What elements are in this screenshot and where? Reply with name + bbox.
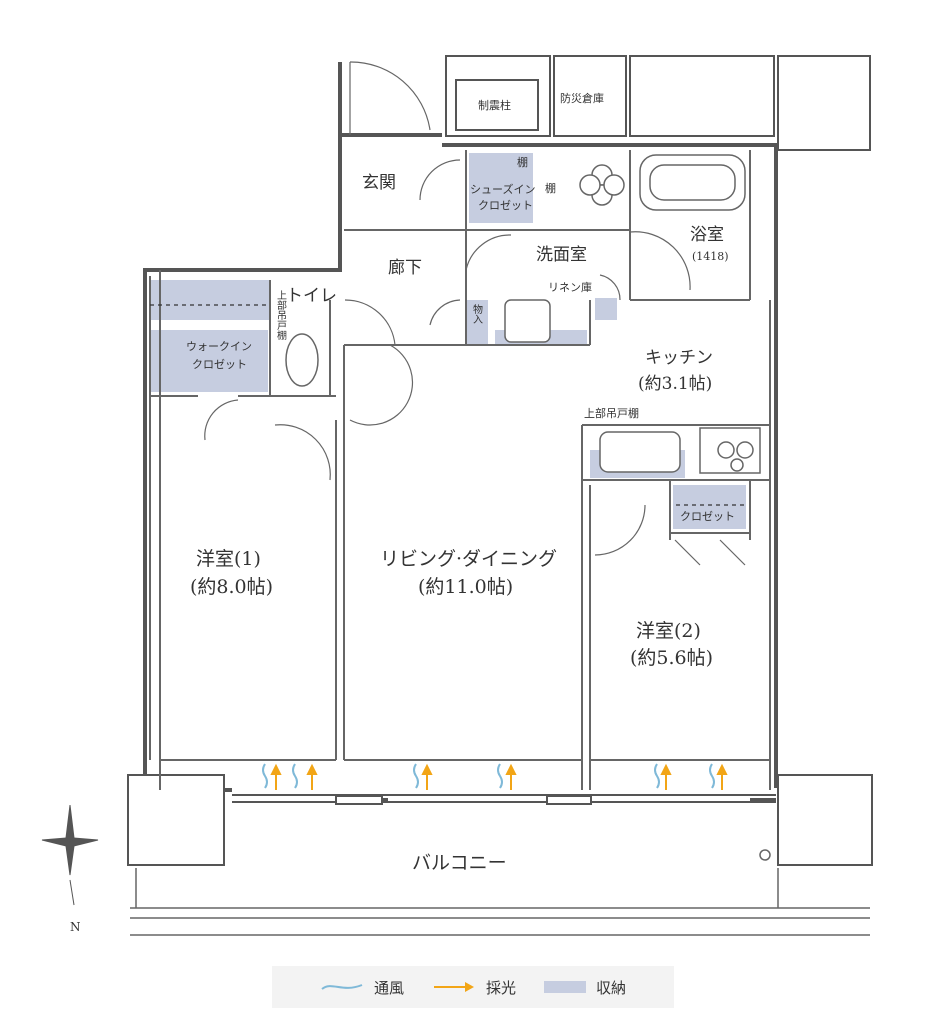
exterior-blocks — [127, 55, 873, 866]
legend-ventilation: 通風 — [320, 977, 404, 998]
washroom-label: 洗面室 — [536, 245, 587, 265]
monoire-label: 物入 — [470, 304, 482, 324]
kitchen-size-label: (約3.1帖) — [638, 374, 713, 394]
wave-icon — [321, 984, 363, 990]
walkin-closet-label-2: クロゼット — [192, 358, 247, 371]
tana-label-a: 棚 — [517, 156, 528, 169]
inner-walls — [149, 150, 771, 790]
toilet-label: トイレ — [286, 286, 337, 306]
storage-divider-lines — [150, 304, 744, 506]
bousai-label: 防災倉庫 — [560, 92, 604, 105]
legend-lighting-label: 採光 — [485, 978, 516, 997]
bathroom-size-label: (1418) — [692, 250, 729, 263]
walkin-closet-label-1: ウォークイン — [186, 340, 252, 353]
legend: 通風 採光 収納 — [272, 966, 674, 1008]
fixtures — [285, 154, 771, 861]
hallway-label: 廊下 — [388, 258, 422, 278]
legend-lighting: 採光 — [432, 977, 516, 998]
western-room-2-label: 洋室(2) — [636, 620, 701, 642]
kitchen-label: キッチン — [645, 348, 713, 368]
balcony-label: バルコニー — [412, 852, 507, 874]
storage-swatch-icon — [544, 981, 586, 993]
closet-label: クロゼット — [680, 510, 735, 523]
bathroom-label: 浴室 — [690, 225, 724, 245]
living-dining-label: リビング·ダイニング — [380, 548, 558, 570]
linen-label: リネン庫 — [548, 281, 592, 294]
genkan-label: 玄関 — [362, 173, 396, 193]
lighting-arrows — [270, 763, 728, 790]
legend-storage-label: 収納 — [596, 978, 627, 997]
compass-rose — [41, 804, 99, 906]
western-room-1-label: 洋室(1) — [196, 548, 261, 570]
balcony-rail — [130, 868, 870, 936]
doors — [204, 61, 746, 566]
compass-north-label: N — [70, 920, 81, 934]
tana-label-b: 棚 — [545, 182, 556, 195]
kitchen-cabinet-label: 上部吊戸棚 — [584, 407, 639, 420]
living-dining-size-label: (約11.0帖) — [418, 576, 514, 598]
shoes-closet-label-2: クロゼット — [478, 199, 533, 212]
toilet-cabinet-label: 上部吊戸棚 — [274, 290, 286, 340]
ventilation-marks — [262, 763, 715, 789]
legend-storage: 収納 — [544, 977, 626, 998]
western-room-1-size-label: (約8.0帖) — [190, 576, 274, 598]
legend-ventilation-label: 通風 — [373, 978, 404, 997]
window-sills — [232, 794, 776, 805]
shoes-closet-label-1: シューズイン — [470, 183, 536, 196]
seishin-label: 制震柱 — [478, 99, 511, 112]
western-room-2-size-label: (約5.6帖) — [630, 647, 714, 669]
arrow-right-icon — [433, 982, 474, 992]
